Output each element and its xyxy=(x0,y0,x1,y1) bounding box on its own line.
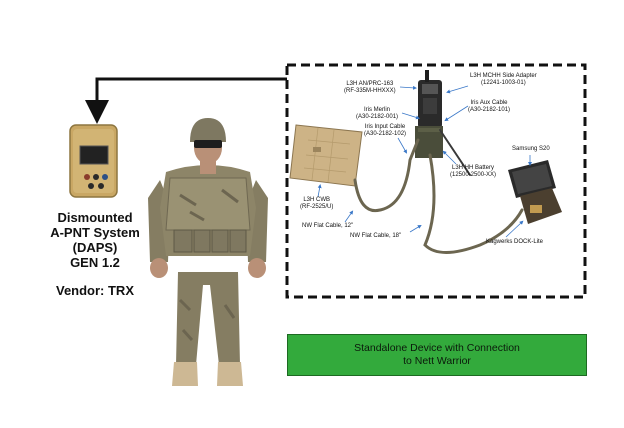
callout-side-adapter-part: (12241-1003-01) xyxy=(481,80,526,86)
callout-samsung: Samsung S20 xyxy=(512,146,550,153)
callout-iris-aux-part: (A30-2182-101) xyxy=(468,107,511,113)
daps-label-line-1: Dismounted xyxy=(57,210,133,225)
callout-radio: L3H AN/PRC-163 (RF-335M-HHXXX) xyxy=(344,81,396,95)
samsung-phone-image xyxy=(508,160,562,224)
callout-samsung-name: Samsung S20 xyxy=(512,146,550,152)
cables xyxy=(353,129,524,254)
callout-battery: L3H HH Battery (12500-2500-XX) xyxy=(450,165,496,179)
standalone-device-box: Standalone Device with Connection to Net… xyxy=(287,334,587,376)
radio-image xyxy=(415,70,443,158)
daps-label-line-3: (DAPS) xyxy=(72,240,118,255)
callout-iris-input-name: Iris Input Cable xyxy=(364,124,406,130)
callout-cwb-part: (RF-2525/U) xyxy=(300,204,334,210)
daps-label-line-2: A-PNT System xyxy=(50,225,140,240)
callout-iris-aux-name: Iris Aux Cable xyxy=(470,100,508,106)
callout-kagwerks-name: Kagwerks DOCK-Lite xyxy=(486,239,544,245)
standalone-line-1: Standalone Device with Connection xyxy=(354,342,520,354)
daps-label: Dismounted A-PNT System (DAPS) GEN 1.2 V… xyxy=(20,210,170,298)
daps-label-line-4: GEN 1.2 xyxy=(70,255,120,270)
callout-cwb-name: L3H CWB xyxy=(303,197,330,203)
equipment-dashed-box xyxy=(285,63,587,299)
callout-iris-merlin: Iris Merlin (A30-2182-001) xyxy=(356,107,398,121)
callout-nw-flat-12-name: NW Flat Cable, 12" xyxy=(302,223,354,229)
callout-cwb: L3H CWB (RF-2525/U) xyxy=(300,197,333,211)
callout-kagwerks: Kagwerks DOCK-Lite xyxy=(486,239,543,246)
daps-device-image xyxy=(69,124,118,198)
callout-side-adapter: L3H MCHH Side Adapter (12241-1003-01) xyxy=(470,73,537,87)
callout-battery-part: (12500-2500-XX) xyxy=(450,172,497,178)
callout-radio-part: (RF-335M-HHXXX) xyxy=(344,88,396,94)
soldier-figure xyxy=(148,118,268,386)
callout-iris-merlin-part: (A30-2182-001) xyxy=(356,114,399,120)
callout-iris-input: Iris Input Cable (A30-2182-102) xyxy=(364,124,406,138)
callout-iris-merlin-name: Iris Merlin xyxy=(364,107,391,113)
vendor-label: Vendor: TRX xyxy=(55,283,134,298)
callout-nw-flat-12: NW Flat Cable, 12" xyxy=(302,223,353,230)
connection-arrow xyxy=(85,77,287,124)
callout-iris-aux: Iris Aux Cable (A30-2182-101) xyxy=(468,100,510,114)
callout-side-adapter-name: L3H MCHH Side Adapter xyxy=(470,73,537,79)
callout-battery-name: L3H HH Battery xyxy=(452,165,495,171)
callout-iris-input-part: (A30-2182-102) xyxy=(364,131,407,137)
callout-nw-flat-18: NW Flat Cable, 18" xyxy=(350,233,401,240)
callout-arrows xyxy=(317,85,532,238)
standalone-line-2: to Nett Warrior xyxy=(403,355,471,367)
callout-nw-flat-18-name: NW Flat Cable, 18" xyxy=(350,233,402,239)
callout-radio-name: L3H AN/PRC-163 xyxy=(346,81,394,87)
cwb-board-image xyxy=(289,124,363,187)
